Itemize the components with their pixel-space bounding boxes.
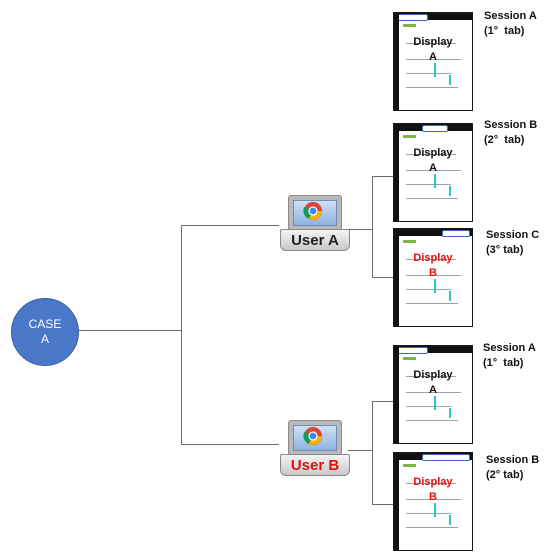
user-b-label: User B (280, 454, 350, 476)
connector-session-b-b (372, 504, 393, 505)
display-id: B (429, 267, 437, 279)
connector-user-b-branch (372, 401, 373, 505)
display-id: B (429, 491, 437, 503)
display-label: Display (413, 369, 453, 381)
display-id: A (429, 384, 437, 396)
connector-user-a-out (348, 229, 372, 230)
laptop-icon-user-b: User B (280, 420, 350, 476)
display-label: Display (413, 476, 453, 488)
connector-to-user-b (181, 444, 279, 445)
display-id: A (429, 51, 437, 63)
user-a-label: User A (280, 229, 350, 251)
display-label: Display (413, 147, 453, 159)
case-node: CASE A (11, 298, 79, 366)
chrome-icon (303, 427, 322, 445)
connector-to-user-a (181, 225, 279, 226)
laptop-icon-user-a: User A (280, 195, 350, 251)
connector-session-a-b (372, 401, 393, 402)
session-label: Session A(1° tab) (483, 342, 536, 369)
connector-trunk (181, 225, 182, 445)
case-label-line1: CASE (28, 317, 62, 331)
display-id: A (429, 162, 437, 174)
connector-user-b-out (348, 450, 372, 451)
connector-session-b-a (372, 176, 393, 177)
connector-session-c-a (372, 277, 393, 278)
session-label: Session A(1° tab) (484, 10, 537, 37)
display-label: Display (413, 36, 453, 48)
chrome-icon (303, 202, 322, 220)
session-label: Session B(2° tab) (484, 119, 538, 146)
session-label: Session B(2° tab) (486, 454, 540, 481)
case-label-line2: A (40, 332, 49, 346)
session-label: Session C(3° tab) (486, 229, 540, 256)
connector-user-a-branch (372, 176, 373, 278)
display-label: Display (413, 252, 453, 264)
connector-case (77, 330, 181, 331)
